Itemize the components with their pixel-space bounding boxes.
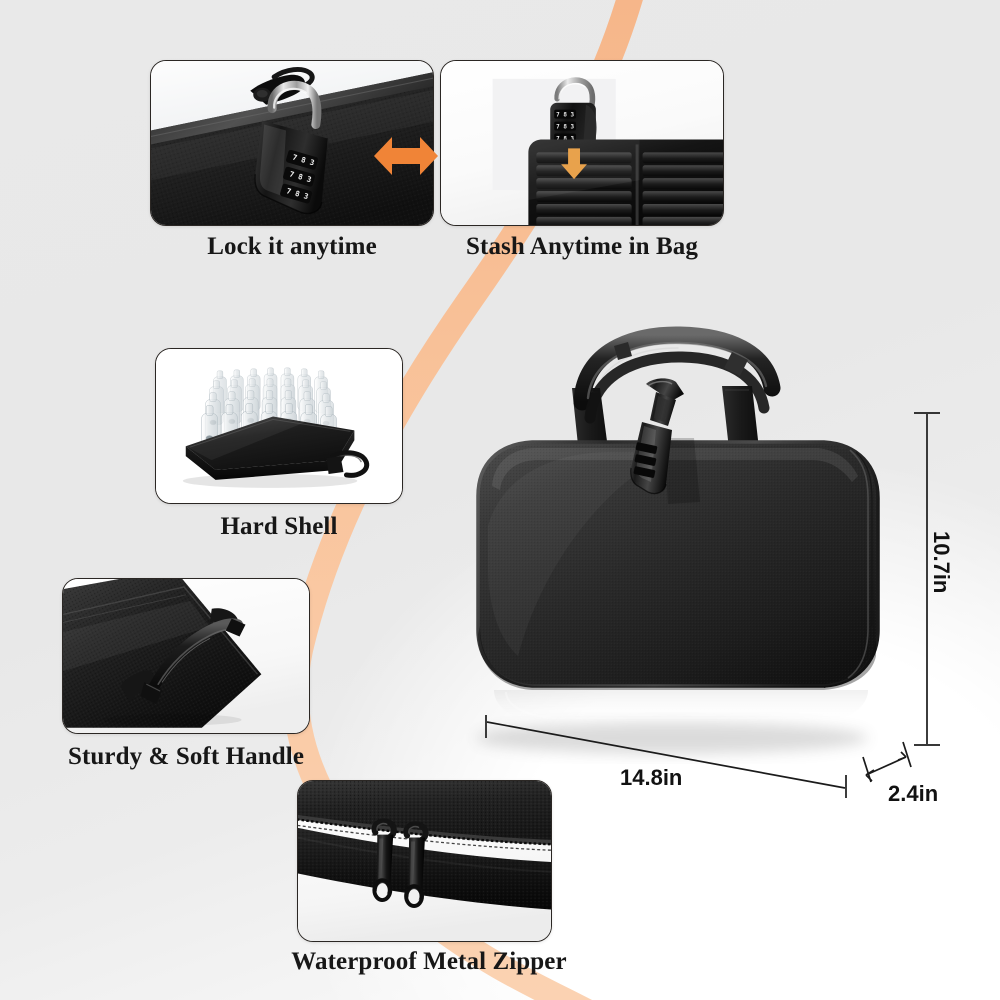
feature-caption-hard-shell: Hard Shell: [220, 513, 338, 540]
photo-padlock-on-case: 7 8 3 7 8 3 7 8 3: [151, 61, 433, 225]
photo-metal-zipper-pulls: [298, 781, 551, 941]
hero-product-laptop-case[interactable]: [432, 326, 924, 774]
feature-card-hard-shell[interactable]: [155, 348, 403, 504]
feature-card-stash-in-bag[interactable]: 7 8 3 7 8 3 7 8 3: [440, 60, 724, 226]
feature-card-waterproof-zipper[interactable]: [297, 780, 552, 942]
svg-text:7 8 3: 7 8 3: [556, 112, 574, 119]
svg-text:7 8 3: 7 8 3: [556, 124, 574, 131]
feature-caption-lock-anytime: Lock it anytime: [207, 233, 377, 260]
photo-bottles-on-hard-shell: [156, 349, 402, 503]
photo-padlock-stashed-in-pocket: 7 8 3 7 8 3 7 8 3: [441, 61, 723, 225]
double-headed-arrow-icon: [374, 137, 438, 175]
feature-caption-waterproof-zipper: Waterproof Metal Zipper: [291, 948, 567, 975]
dimension-label-depth: 2.4in: [888, 781, 939, 806]
combination-lock: [630, 378, 700, 504]
zipper-pull-right: [403, 821, 429, 908]
feature-card-lock-anytime[interactable]: 7 8 3 7 8 3 7 8 3: [150, 60, 434, 226]
feature-caption-stash-in-bag: Stash Anytime in Bag: [466, 233, 698, 260]
zipper-pull-left: [371, 818, 397, 903]
down-arrow-icon: [561, 148, 587, 180]
feature-card-sturdy-soft-handle[interactable]: [62, 578, 310, 734]
feature-caption-sturdy-soft-handle: Sturdy & Soft Handle: [67, 743, 305, 770]
case-body: [476, 440, 880, 690]
dimension-label-width: 14.8in: [620, 765, 683, 790]
photo-padded-carry-handle: [63, 579, 309, 733]
dimension-label-height: 10.7in: [929, 531, 954, 594]
svg-text:7 8 3: 7 8 3: [556, 135, 574, 142]
